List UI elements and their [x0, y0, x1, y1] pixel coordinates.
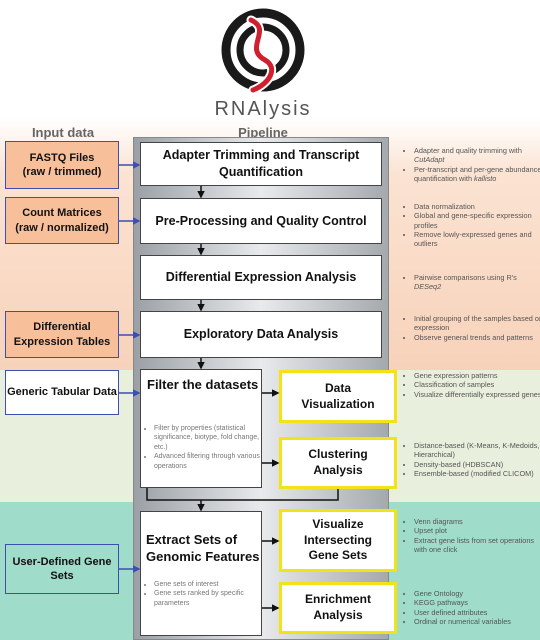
- note-item: Upset plot: [414, 526, 540, 535]
- notes-clustering: Distance-based (K-Means, K-Medoids, Hier…: [405, 441, 540, 478]
- note-tool-name: kallisto: [474, 173, 497, 183]
- stage-label: Exploratory Data Analysis: [183, 327, 339, 342]
- note-item: Initial grouping of the samples based on…: [414, 314, 540, 333]
- stage-label: Differential Expression Analysis: [165, 270, 357, 285]
- extract-bullet: Gene sets of interest: [154, 580, 266, 589]
- note-item: Ordinal or numerical variables: [414, 617, 540, 626]
- filter-bullet: Filter by properties (statistical signif…: [154, 424, 266, 452]
- note-item: Ensemble-based (modified CLICOM): [414, 469, 540, 478]
- output-label: Analysis: [313, 463, 363, 477]
- notes-adapter-trimming: Adapter and quality trimming with CutAda…: [405, 146, 540, 183]
- note-item: Classification of samples: [414, 380, 540, 389]
- note-item: Density-based (HDBSCAN): [414, 460, 540, 469]
- notes-preprocessing: Data normalization Global and gene-speci…: [405, 202, 540, 249]
- note-item: Per-transcript and per-gene abundance qu…: [414, 165, 540, 184]
- note-item: User defined attributes: [414, 608, 540, 617]
- note-text: Per-transcript and per-gene abundance qu…: [414, 164, 540, 183]
- note-item: Venn diagrams: [414, 517, 540, 526]
- input-label: User-Defined Gene: [12, 555, 112, 568]
- notes-enrichment: Gene Ontology KEGG pathways User defined…: [405, 589, 540, 626]
- filter-bullets: Filter by properties (statistical signif…: [145, 424, 266, 471]
- filter-title: Filter the datasets: [147, 377, 259, 392]
- stage-exploratory-analysis: Exploratory Data Analysis: [140, 311, 382, 358]
- output-label: Data: [324, 380, 351, 395]
- input-generic-tabular-data: Generic Tabular Data: [5, 370, 119, 415]
- stage-label: Quantification: [218, 165, 303, 179]
- logo-mark: [221, 8, 305, 95]
- output-label: Visualization: [301, 396, 375, 411]
- note-item: Gene Ontology: [414, 589, 540, 598]
- input-fastq-files: FASTQ Files (raw / trimmed): [5, 141, 119, 189]
- output-label: Clustering: [308, 447, 368, 462]
- output-label: Visualize: [312, 517, 364, 532]
- note-item: Observe general trends and patterns: [414, 333, 540, 342]
- input-label: Sets: [50, 570, 74, 582]
- note-tool-name: CutAdapt: [414, 155, 445, 165]
- input-label: Generic Tabular Data: [7, 386, 117, 399]
- note-text: Pairwise comparisons using R's: [414, 273, 517, 282]
- extract-gene-sets-box: [140, 511, 262, 636]
- pipeline-header: Pipeline: [238, 125, 288, 140]
- notes-intersecting-sets: Venn diagrams Upset plot Extract gene li…: [405, 517, 540, 554]
- input-count-matrices: Count Matrices(raw / normalized): [5, 197, 119, 244]
- note-item: Extract gene lists from set operations w…: [414, 536, 540, 555]
- stage-label: Adapter Trimming and Transcript: [162, 148, 360, 163]
- note-item: Gene expression patterns: [414, 371, 540, 380]
- input-label: Count Matrices: [22, 207, 102, 220]
- filter-bullet: Advanced filtering through various opera…: [154, 452, 266, 471]
- input-label: (raw / normalized): [15, 221, 109, 234]
- merge-bracket: [146, 488, 339, 501]
- extract-bullet: Gene sets ranked by specific parameters: [154, 589, 266, 608]
- note-item: Data normalization: [414, 202, 540, 211]
- notes-data-visualization: Gene expression patterns Classification …: [405, 371, 540, 399]
- input-label: Expression Tables: [13, 335, 111, 348]
- filter-datasets-box: [140, 369, 262, 488]
- note-text: Adapter and quality trimming with: [414, 146, 522, 155]
- extract-bullets: Gene sets of interest Gene sets ranked b…: [145, 580, 266, 608]
- output-label: Analysis: [313, 608, 363, 622]
- notes-exploratory: Initial grouping of the samples based on…: [405, 314, 540, 342]
- app-title: RNAlysis: [214, 98, 312, 120]
- output-label: Gene Sets: [308, 548, 368, 563]
- extract-title-line: Extract Sets of: [146, 532, 238, 547]
- logo: [213, 4, 313, 96]
- input-label: Differential: [33, 321, 91, 334]
- extract-title-line: Genomic Features: [146, 548, 260, 564]
- note-item: Visualize differentially expressed genes: [414, 390, 540, 399]
- stage-differential-expression: Differential Expression Analysis: [140, 255, 382, 300]
- output-label: Intersecting: [303, 532, 372, 547]
- input-data-header: Input data: [31, 125, 95, 140]
- note-item: Remove lowly-expressed genes and outlier…: [414, 230, 540, 249]
- output-label: Enrichment: [304, 592, 371, 607]
- note-item: KEGG pathways: [414, 598, 540, 607]
- note-item: Global and gene-specific expression prof…: [414, 211, 540, 230]
- note-item: Adapter and quality trimming with CutAda…: [414, 146, 540, 165]
- note-tool-name: DESeq2: [414, 282, 442, 292]
- stage-preprocessing-qc: Pre-Processing and Quality Control: [140, 198, 382, 244]
- input-label: (raw / trimmed): [22, 166, 102, 178]
- input-label: FASTQ Files: [29, 151, 95, 164]
- note-item: Distance-based (K-Means, K-Medoids, Hier…: [414, 441, 540, 460]
- stage-label: Pre-Processing and Quality Control: [155, 213, 367, 228]
